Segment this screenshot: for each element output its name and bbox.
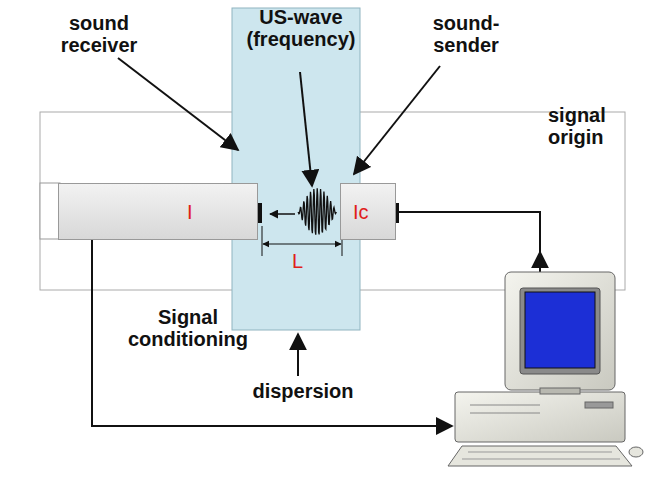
sender-rod: Ic — [340, 183, 396, 240]
rod-end — [40, 183, 60, 239]
part-label: sound-sender — [425, 12, 507, 56]
dispersion-band — [232, 8, 360, 330]
us-wave — [298, 188, 336, 234]
signal-arrow — [539, 252, 541, 272]
dimension-tick — [262, 226, 263, 256]
part-symbol: I — [187, 201, 193, 223]
part-label: dispersion — [238, 380, 368, 402]
leader-arrow — [300, 72, 312, 186]
receiver-rod: I — [58, 183, 258, 240]
signal-label: Signal conditioning — [118, 306, 258, 350]
propagation-arrow — [270, 213, 295, 215]
leader-arrow — [297, 334, 299, 376]
signal-label: signal origin — [548, 104, 628, 148]
part-symbol: Ic — [353, 201, 369, 223]
leader-arrow — [354, 66, 440, 174]
computer — [448, 272, 643, 466]
part-label: US-wave (frequency) — [226, 6, 376, 50]
part-label: sound receiver — [34, 12, 164, 56]
leader-arrow — [118, 58, 238, 150]
dimension-line — [263, 243, 341, 244]
dimension-label: L — [292, 250, 312, 272]
signal-wire — [92, 214, 452, 426]
